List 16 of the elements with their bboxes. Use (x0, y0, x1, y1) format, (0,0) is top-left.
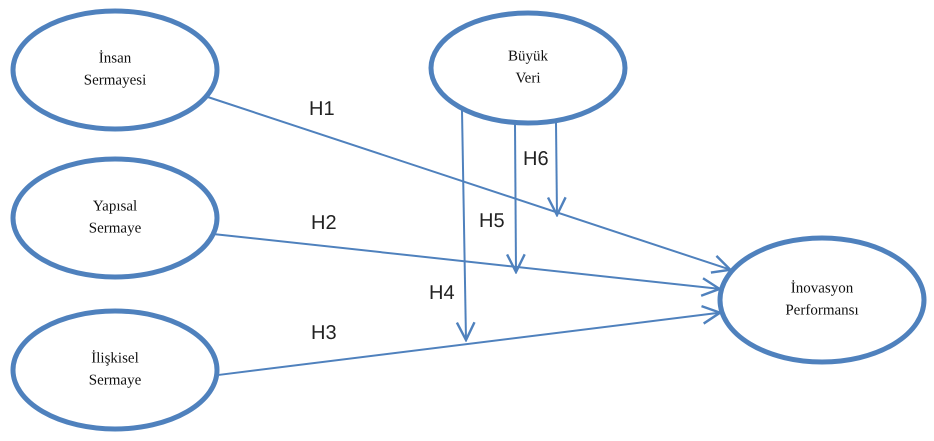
arrow (546, 122, 567, 216)
arrow (208, 96, 732, 274)
arrow (506, 124, 526, 274)
node-label: İlişkisel Sermaye (88, 349, 142, 390)
arrow (218, 304, 722, 376)
node-label: İnsan Sermayesi (82, 49, 148, 90)
node-label: Yapısal Sermaye (88, 197, 142, 238)
node-label: İnovasyon Performansı (784, 279, 860, 320)
ellipse-node (8, 306, 222, 434)
arrow (215, 233, 721, 297)
ellipse-node (426, 8, 630, 128)
node-label: Büyük Veri (506, 47, 549, 88)
ellipse-node (8, 6, 222, 134)
ellipse-node (715, 233, 929, 367)
ellipse-node (8, 154, 222, 282)
arrow (456, 110, 476, 342)
